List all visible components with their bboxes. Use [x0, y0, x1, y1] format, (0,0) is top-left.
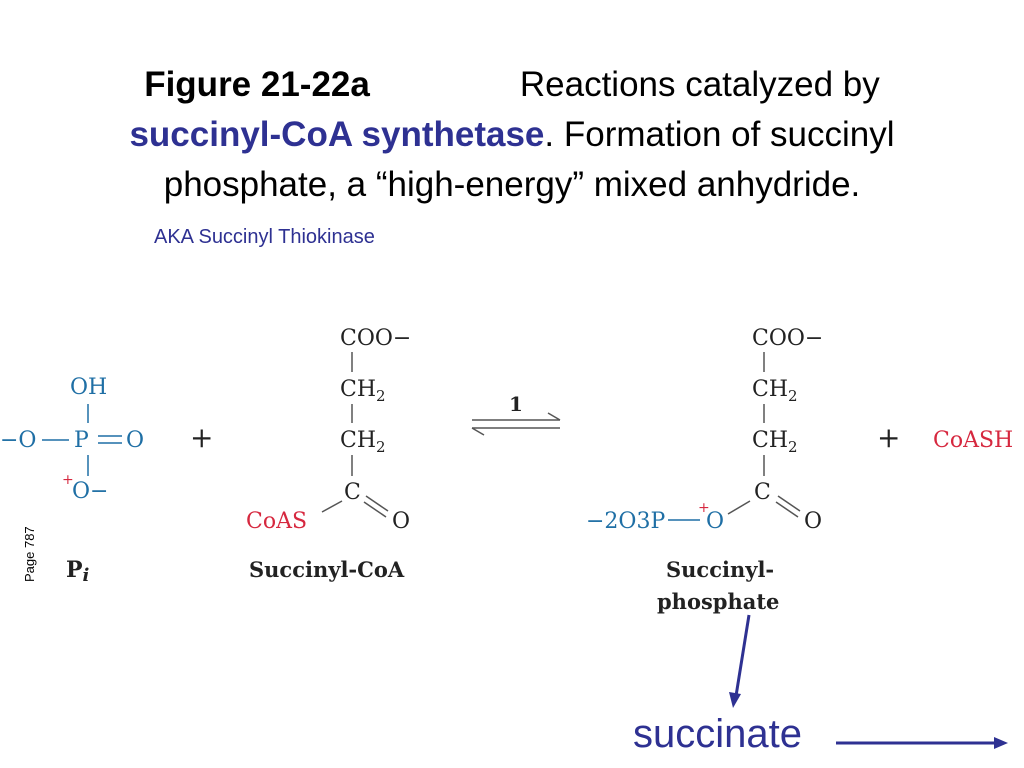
succinyl-phosphate-label-1: Succinyl-: [666, 557, 774, 582]
succinyl-coa-label: Succinyl-CoA: [249, 557, 405, 582]
phosphate-p-atom: P: [74, 428, 89, 453]
plus-sign-2: +: [877, 421, 900, 454]
succinyl-phosphate-plus-charge: +: [698, 500, 710, 516]
step-number: 1: [509, 392, 523, 416]
pi-label: Pi: [66, 557, 90, 586]
aka-note: AKA Succinyl Thiokinase: [154, 226, 375, 248]
succinyl-phosphate-ch2-top: CH2: [752, 377, 798, 405]
succinyl-coa-structure: COO− CH2 CH2 C CoAS O: [246, 326, 411, 534]
succinyl-phosphate-carbon: C: [754, 480, 771, 505]
succinyl-phosphate-label-2: phosphate: [657, 589, 779, 614]
phosphate-oh: OH: [70, 375, 107, 400]
figure-label: Figure 21-22a: [144, 65, 370, 104]
title-text-1: Reactions catalyzed by: [519, 65, 880, 104]
succinyl-phosphate-o-bridge: O: [706, 509, 724, 534]
annotation-arrows: [729, 614, 1008, 749]
title-line-3: phosphate, a “high-energy” mixed anhydri…: [163, 165, 861, 204]
succinate-label: succinate: [633, 712, 802, 756]
phosphate-structure: OH −O P O + O−: [0, 375, 144, 504]
succinyl-coa-ch2-bottom: CH2: [340, 428, 386, 456]
phosphate-o-minus-bottom: O−: [72, 479, 108, 504]
title-line-2: succinyl-CoA synthetase. Formation of su…: [0, 110, 1024, 160]
title-text-2: . Formation of succinyl: [544, 115, 895, 154]
phosphate-plus-charge: +: [62, 472, 74, 488]
succinyl-phosphate-structure: COO− CH2 CH2 C O −2O3P + O: [586, 326, 823, 534]
slide-title: Figure 21-22a Reactions catalyzed by succ…: [0, 60, 1024, 210]
succinyl-phosphate-coo: COO−: [752, 326, 823, 351]
succinyl-coa-coo: COO−: [340, 326, 411, 351]
equilibrium-arrows: 1: [471, 392, 561, 436]
coash-product: CoASH: [933, 428, 1013, 453]
phosphate-o-minus: −O: [0, 428, 36, 453]
succinyl-phosphate-po3: −2O3P: [586, 509, 665, 534]
succinyl-phosphate-ch2-bottom: CH2: [752, 428, 798, 456]
phosphate-o-double: O: [126, 428, 144, 453]
succinyl-phosphate-oxygen: O: [804, 509, 822, 534]
succinyl-coa-ch2-top: CH2: [340, 377, 386, 405]
enzyme-name: succinyl-CoA synthetase: [129, 115, 545, 154]
succinyl-coa-coas: CoAS: [246, 509, 307, 534]
succinyl-coa-carbon: C: [344, 480, 361, 505]
title-line-1: Figure 21-22a Reactions catalyzed by: [0, 60, 1024, 110]
succinyl-coa-oxygen: O: [392, 509, 410, 534]
plus-sign-1: +: [190, 421, 213, 454]
